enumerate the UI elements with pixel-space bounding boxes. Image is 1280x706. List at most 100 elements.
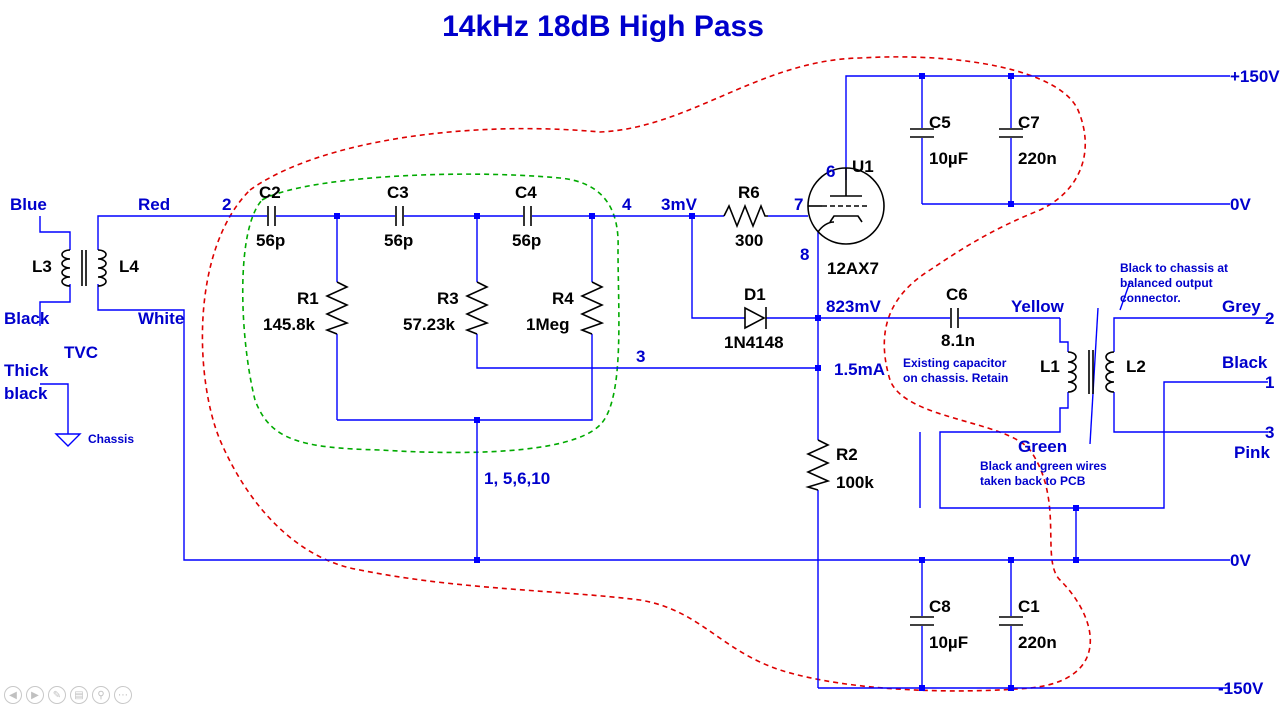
green-outline (241, 173, 620, 454)
r3-value: 57.23k (403, 315, 456, 334)
rail-minus-150v: -150V (1218, 679, 1264, 698)
c6-ref: C6 (946, 285, 968, 304)
wire-black-out-label: Black (1222, 353, 1268, 372)
wire-black-label: Black (4, 309, 50, 328)
u1-value: 12AX7 (827, 259, 879, 278)
input-transformer (61, 249, 107, 287)
rail-0v-mid: 0V (1230, 551, 1251, 570)
r2-value: 100k (836, 473, 874, 492)
input-voltage-label: 3mV (661, 195, 698, 214)
l3-ref: L3 (32, 257, 52, 276)
c2-value: 56p (256, 231, 285, 250)
pen-icon[interactable]: ✎ (48, 686, 66, 704)
capacitor-c5 (910, 128, 934, 138)
c6-value: 8.1n (941, 331, 975, 350)
zoom-icon[interactable]: ⚲ (92, 686, 110, 704)
r6-value: 300 (735, 231, 763, 250)
ground-nodes-label: 1, 5,6,10 (484, 469, 550, 488)
wire-blue-label: Blue (10, 195, 47, 214)
resistor-r1 (324, 281, 350, 335)
wire-grey-label: Grey (1222, 297, 1261, 316)
note-chassis-line3: connector. (1120, 291, 1181, 305)
output-transformer (1067, 350, 1115, 394)
c1-ref: C1 (1018, 597, 1040, 616)
wire-thick-black-label: black (4, 384, 48, 403)
resistor-r6 (723, 203, 768, 229)
r3-ref: R3 (437, 289, 459, 308)
c8-ref: C8 (929, 597, 951, 616)
output-pin-1: 1 (1265, 373, 1274, 392)
wire-thick-label: Thick (4, 361, 49, 380)
c7-value: 220n (1018, 149, 1057, 168)
output-pin-3: 3 (1265, 423, 1274, 442)
u1-ref: U1 (852, 157, 874, 176)
chassis-label: Chassis (88, 432, 134, 446)
junction-dots (334, 73, 1079, 691)
rail-plus-150v: +150V (1230, 67, 1280, 86)
output-pin-2: 2 (1265, 309, 1274, 328)
wire-pink-label: Pink (1234, 443, 1270, 462)
note-c6-line1: Existing capacitor (903, 356, 1007, 370)
c8-value: 10µF (929, 633, 968, 652)
c7-ref: C7 (1018, 113, 1040, 132)
more-icon[interactable]: ⋯ (114, 686, 132, 704)
capacitor-c4 (523, 206, 532, 226)
slideshow-toolbar: ◀ ▶ ✎ ▤ ⚲ ⋯ (4, 686, 132, 704)
r4-value: 1Meg (526, 315, 569, 334)
l1-ref: L1 (1040, 357, 1060, 376)
d1-value: 1N4148 (724, 333, 784, 352)
c4-ref: C4 (515, 183, 537, 202)
node-7-label: 7 (794, 195, 803, 214)
r1-value: 145.8k (263, 315, 316, 334)
r2-ref: R2 (836, 445, 858, 464)
slides-icon[interactable]: ▤ (70, 686, 88, 704)
node-4-label: 4 (622, 195, 632, 214)
node-8-label: 8 (800, 245, 809, 264)
resistor-r2 (805, 439, 831, 491)
cathode-current-label: 1.5mA (834, 360, 885, 379)
capacitor-c7 (999, 128, 1023, 138)
l4-ref: L4 (119, 257, 139, 276)
c3-ref: C3 (387, 183, 409, 202)
node-6-label: 6 (826, 162, 835, 181)
c1-value: 220n (1018, 633, 1057, 652)
r6-ref: R6 (738, 183, 760, 202)
c3-value: 56p (384, 231, 413, 250)
triode-u1 (807, 167, 885, 245)
labels: C2 56p C3 56p C4 56p R1 145.8k R3 57.23k… (4, 67, 1280, 698)
capacitor-c8 (910, 616, 934, 626)
next-icon[interactable]: ▶ (26, 686, 44, 704)
r4-ref: R4 (552, 289, 574, 308)
c5-ref: C5 (929, 113, 951, 132)
r1-ref: R1 (297, 289, 319, 308)
resistor-r4 (579, 281, 605, 335)
wire-yellow-label: Yellow (1011, 297, 1065, 316)
capacitor-c6 (950, 308, 959, 328)
capacitor-c1 (999, 616, 1023, 626)
prev-icon[interactable]: ◀ (4, 686, 22, 704)
capacitor-c3 (395, 206, 404, 226)
c4-value: 56p (512, 231, 541, 250)
c5-value: 10µF (929, 149, 968, 168)
note-chassis-line1: Black to chassis at (1120, 261, 1228, 275)
red-outline (201, 56, 1092, 692)
wire-green-label: Green (1018, 437, 1067, 456)
c2-ref: C2 (259, 183, 281, 202)
note-c6-line2: on chassis. Retain (903, 371, 1008, 385)
d1-ref: D1 (744, 285, 766, 304)
diode-d1 (744, 306, 767, 330)
node-3-label: 3 (636, 347, 645, 366)
note-chassis-line2: balanced output (1120, 276, 1213, 290)
schematic-title: 14kHz 18dB High Pass (442, 10, 764, 43)
tvc-label: TVC (64, 343, 98, 362)
capacitor-c2 (267, 206, 276, 226)
l2-ref: L2 (1126, 357, 1146, 376)
wire-white-label: White (138, 309, 184, 328)
rail-0v-top: 0V (1230, 195, 1251, 214)
note-pcb-line2: taken back to PCB (980, 474, 1086, 488)
resistor-r3 (464, 281, 490, 335)
wires (39, 75, 1268, 689)
note-pcb-line1: Black and green wires (980, 459, 1107, 473)
node-2-label: 2 (222, 195, 231, 214)
